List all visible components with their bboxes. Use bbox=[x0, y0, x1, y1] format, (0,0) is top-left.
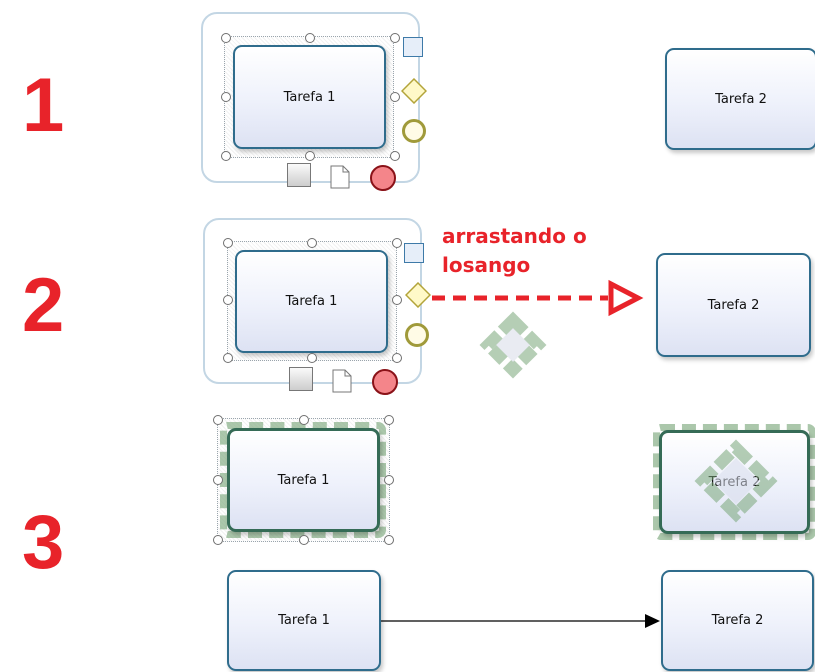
resize-handle[interactable] bbox=[392, 238, 402, 248]
gateway-diamond-icon[interactable] bbox=[405, 282, 431, 308]
gateway-diamond-icon[interactable] bbox=[401, 78, 427, 104]
drag-arrow-head bbox=[608, 279, 644, 317]
resize-handle[interactable] bbox=[223, 295, 233, 305]
annotation-icon[interactable] bbox=[287, 163, 311, 187]
resize-handle[interactable] bbox=[307, 238, 317, 248]
resize-handle[interactable] bbox=[307, 353, 317, 363]
step-number-3: 3 bbox=[22, 500, 65, 585]
task-icon[interactable] bbox=[404, 243, 424, 263]
end-event-icon[interactable] bbox=[370, 165, 396, 191]
drag-hint-line-1: arrastando o bbox=[442, 224, 587, 248]
drag-hint-line-2: losango bbox=[442, 253, 531, 277]
resize-handle[interactable] bbox=[305, 33, 315, 43]
task-1-node[interactable]: Tarefa 1 bbox=[235, 250, 388, 353]
intermediate-event-icon[interactable] bbox=[405, 323, 429, 347]
task-2-label: Tarefa 2 bbox=[711, 613, 764, 628]
resize-handle[interactable] bbox=[221, 151, 231, 161]
step-number-1: 1 bbox=[22, 63, 65, 148]
task-icon[interactable] bbox=[403, 37, 423, 57]
task-1-node[interactable]: Tarefa 1 bbox=[233, 45, 386, 149]
resize-handle[interactable] bbox=[213, 535, 223, 545]
end-event-icon[interactable] bbox=[372, 369, 398, 395]
resize-handle[interactable] bbox=[223, 353, 233, 363]
task-2-node[interactable]: Tarefa 2 bbox=[665, 48, 815, 150]
resize-handle[interactable] bbox=[390, 151, 400, 161]
drag-hint-label: arrastando o losango bbox=[442, 222, 587, 280]
drop-highlight bbox=[220, 422, 386, 538]
resize-handle[interactable] bbox=[384, 535, 394, 545]
resize-handle[interactable] bbox=[384, 415, 394, 425]
data-object-icon[interactable] bbox=[330, 165, 350, 189]
resize-handle[interactable] bbox=[384, 475, 394, 485]
annotation-icon[interactable] bbox=[289, 367, 313, 391]
drop-target-highlight bbox=[653, 424, 815, 540]
task-1-node[interactable]: Tarefa 1 bbox=[227, 428, 380, 532]
resize-handle[interactable] bbox=[213, 415, 223, 425]
resize-handle[interactable] bbox=[392, 295, 402, 305]
resize-handle[interactable] bbox=[390, 33, 400, 43]
resize-handle[interactable] bbox=[392, 353, 402, 363]
task-1-node[interactable]: Tarefa 1 bbox=[227, 570, 381, 671]
task-1-label: Tarefa 1 bbox=[283, 89, 336, 105]
sequence-flow-arrowhead bbox=[645, 614, 660, 628]
task-2-label: Tarefa 2 bbox=[715, 91, 767, 107]
task-2-node[interactable]: Tarefa 2 bbox=[661, 570, 814, 671]
resize-handle[interactable] bbox=[390, 92, 400, 102]
task-1-label: Tarefa 1 bbox=[278, 613, 330, 628]
resize-handle[interactable] bbox=[213, 475, 223, 485]
task-1-label: Tarefa 1 bbox=[285, 294, 338, 309]
resize-handle[interactable] bbox=[223, 238, 233, 248]
resize-handle[interactable] bbox=[221, 33, 231, 43]
intermediate-event-icon[interactable] bbox=[402, 119, 426, 143]
resize-handle[interactable] bbox=[299, 415, 309, 425]
resize-handle[interactable] bbox=[305, 151, 315, 161]
data-object-icon[interactable] bbox=[332, 369, 352, 393]
task-2-label: Tarefa 2 bbox=[707, 297, 760, 313]
resize-handle[interactable] bbox=[221, 92, 231, 102]
step-number-2: 2 bbox=[22, 263, 65, 348]
task-2-node[interactable]: Tarefa 2 bbox=[656, 253, 811, 357]
resize-handle[interactable] bbox=[299, 535, 309, 545]
task-1-label: Tarefa 1 bbox=[277, 472, 330, 488]
